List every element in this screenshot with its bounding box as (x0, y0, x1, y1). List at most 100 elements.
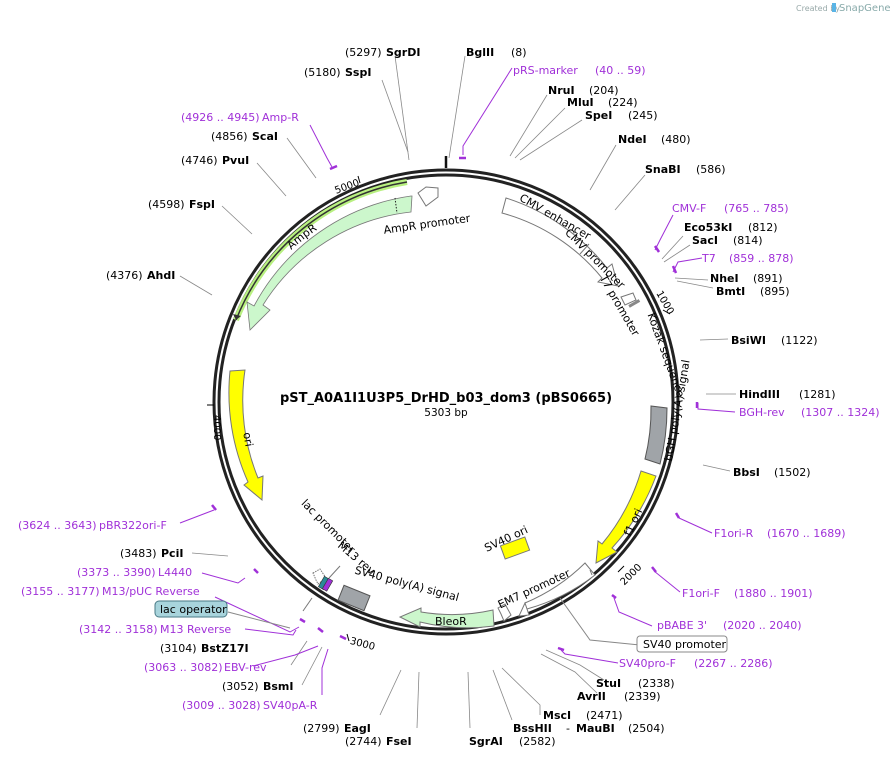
primer-l4440[interactable]: L4440 (158, 566, 192, 579)
em7-promoter-feature[interactable] (497, 603, 512, 622)
enzyme-snabi-pos: (586) (696, 163, 726, 176)
ampr-promoter-arrow[interactable] (417, 186, 439, 207)
enzyme-eagi[interactable]: EagI (344, 722, 371, 735)
enzyme-nhei[interactable]: NheI (710, 272, 739, 285)
cmv-enhancer-promoter-feature[interactable] (501, 197, 619, 287)
t7-promoter-arrow[interactable] (620, 292, 637, 306)
sv40-promoter-feature[interactable] (518, 562, 596, 617)
primer-sv40pa-r[interactable]: SV40pA-R (263, 699, 318, 712)
enzyme-ahdi[interactable]: AhdI (147, 269, 175, 282)
primer-t7[interactable]: T7 (701, 252, 716, 265)
enzyme-bmti[interactable]: BmtI (716, 285, 745, 298)
enzyme-eco53ki[interactable]: Eco53kI (684, 221, 732, 234)
ori-feature[interactable] (228, 369, 264, 502)
enzyme-bglii[interactable]: BglII (466, 46, 494, 59)
enzyme-msci-pos: (2471) (586, 709, 623, 722)
enzyme-bglii-pos: (8) (511, 46, 527, 59)
sv40-promoter-box (636, 635, 728, 653)
primer-prs-marker[interactable]: pRS-marker (513, 64, 578, 77)
primer-m13-puc-reverse-range: (3155 .. 3177) (21, 585, 100, 598)
kozak-feature[interactable] (628, 299, 641, 308)
enzyme-scai-pos: (4856) (211, 130, 248, 143)
enzyme-bsiwi[interactable]: BsiWI (731, 334, 766, 347)
primer-f1ori-f-range: (1880 .. 1901) (734, 587, 813, 600)
enzyme-nrui[interactable]: NruI (548, 84, 575, 97)
enzyme-snabi[interactable]: SnaBI (645, 163, 681, 176)
enzyme-sspi[interactable]: SspI (345, 66, 371, 79)
primer-m13-reverse[interactable]: M13 Reverse (160, 623, 231, 636)
primer-bgh-rev[interactable]: BGH-rev (739, 406, 785, 419)
primer-pbr322ori-f[interactable]: pBR322ori-F (99, 519, 167, 532)
bleor-feature[interactable] (398, 607, 495, 629)
primer-f1ori-r-range: (1670 .. 1689) (767, 527, 846, 540)
primer-ebv-rev[interactable]: EBV-rev (224, 661, 267, 674)
enzyme-maubi[interactable]: MauBI (576, 722, 615, 735)
primer-pbabe-3-range: (2020 .. 2040) (723, 619, 802, 632)
enzyme-eagi-pos: (2799) (303, 722, 340, 735)
enzyme-bsmi[interactable]: BsmI (263, 680, 294, 693)
enzyme-spei[interactable]: SpeI (585, 109, 612, 122)
enzyme-besshii[interactable]: BssHII (513, 722, 552, 735)
plasmid-name: pST_A0A1I1U3P5_DrHD_b03_dom3 (pBS0665) (280, 391, 612, 406)
enzyme-saci-pos: (814) (733, 234, 763, 247)
lac-operator-leader-1 (302, 597, 313, 612)
enzyme-pvui-pos: (4746) (181, 154, 218, 167)
primer-f1ori-r[interactable]: F1ori-R (714, 527, 754, 540)
m13-rev-feature[interactable] (321, 577, 334, 592)
cmv-divider (579, 243, 590, 255)
sv40-ori-feature[interactable] (499, 536, 531, 560)
enzyme-ndei[interactable]: NdeI (618, 133, 647, 146)
primer-m13-puc-reverse[interactable]: M13/pUC Reverse (102, 585, 200, 598)
plasmid-length: 5303 bp (424, 407, 468, 419)
enzyme-bmti-pos: (895) (760, 285, 790, 298)
ori-label: ori (240, 431, 255, 447)
enzyme-pcii[interactable]: PciI (161, 547, 183, 560)
lac-operator-leader (227, 611, 291, 629)
enzyme-maubi-separator: - (566, 722, 570, 735)
ampr-promoter-divider (394, 197, 398, 214)
primer-f1ori-f[interactable]: F1ori-F (682, 587, 720, 600)
primer-labels: pRS-marker (40 .. 59) CMV-F (765 .. 785)… (18, 64, 880, 712)
enzyme-saci[interactable]: SacI (692, 234, 718, 247)
enzyme-stui[interactable]: StuI (596, 677, 621, 690)
primer-prs-marker-range: (40 .. 59) (595, 64, 646, 77)
enzyme-sgrdi[interactable]: SgrDI (386, 46, 420, 59)
primer-sv40pro-f-range: (2267 .. 2286) (694, 657, 773, 670)
enzyme-bstz17i[interactable]: BstZ17I (201, 642, 249, 655)
bgh-polya-feature[interactable] (644, 405, 668, 465)
primer-sv40pro-f[interactable]: SV40pro-F (619, 657, 676, 670)
watermark-brand: SnapGene (839, 3, 891, 14)
enzyme-stui-pos: (2338) (638, 677, 675, 690)
enzyme-fspi-pos: (4598) (148, 198, 185, 211)
primer-pbabe-3[interactable]: pBABE 3' (657, 619, 707, 632)
enzyme-spei-pos: (245) (628, 109, 658, 122)
primer-bgh-rev-range: (1307 .. 1324) (801, 406, 880, 419)
enzyme-labels: (5297) SgrDI BglII (8) (5180) SspI NruI … (106, 46, 836, 748)
primer-cmv-f[interactable]: CMV-F (672, 202, 706, 215)
tick-3000: 3000 (349, 636, 376, 653)
enzyme-eco53ki-pos: (812) (748, 221, 778, 234)
enzyme-pvui[interactable]: PvuI (222, 154, 249, 167)
enzyme-fspi[interactable]: FspI (189, 198, 215, 211)
enzyme-bbsi[interactable]: BbsI (733, 466, 760, 479)
f1-ori-feature[interactable] (595, 470, 657, 564)
enzyme-hindiii[interactable]: HindIII (739, 388, 780, 401)
sv40-promoter-label: SV40 promoter (643, 638, 727, 651)
enzyme-avrii-pos: (2339) (624, 690, 661, 703)
ampr-highlight-line (235, 181, 408, 321)
ampr-feature[interactable] (246, 195, 413, 331)
ampr-promoter-label: AmpR promoter (383, 212, 472, 237)
enzyme-ndei-pos: (480) (661, 133, 691, 146)
backbone-ring (212, 168, 680, 636)
primer-amp-r[interactable]: Amp-R (262, 111, 299, 124)
enzyme-scai[interactable]: ScaI (252, 130, 278, 143)
m13-rev-leader (328, 565, 341, 579)
sv40-polya-feature[interactable] (337, 584, 371, 612)
enzyme-mlui[interactable]: MluI (567, 96, 594, 109)
enzyme-sgrai[interactable]: SgrAI (469, 735, 503, 748)
enzyme-msci[interactable]: MscI (543, 709, 571, 722)
enzyme-fsei[interactable]: FseI (386, 735, 412, 748)
lac-promoter-label: lac promoter (299, 497, 358, 556)
enzyme-avrii[interactable]: AvrII (577, 690, 606, 703)
tick-2000: 2000 (619, 562, 645, 588)
